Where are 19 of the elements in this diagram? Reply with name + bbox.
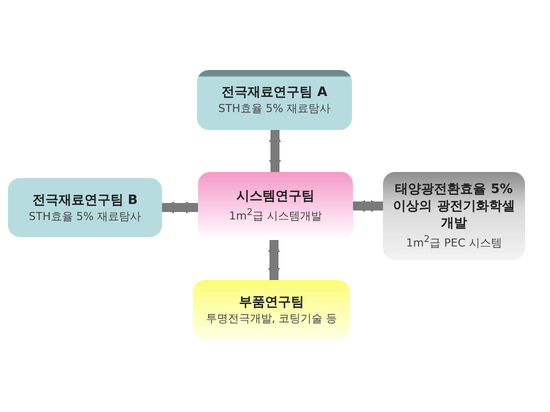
double-arrow	[353, 200, 383, 212]
double-arrow	[162, 202, 198, 214]
task-text: STH효율 5% 재료탐사	[28, 208, 142, 224]
task-text: STH효율 5% 재료탐사	[218, 101, 331, 116]
team-box	[8, 178, 162, 237]
team-name: 태양광전환효율 5% 이상의 광전기화학셀 개발	[392, 181, 516, 232]
team-box	[193, 280, 350, 340]
double-arrow	[269, 130, 281, 172]
team-name: 시스템연구팀	[236, 188, 314, 206]
team-box	[198, 172, 353, 240]
goal-box	[383, 172, 525, 260]
team-name: 부품연구팀	[239, 294, 304, 311]
team-box	[197, 70, 352, 130]
team-name: 전극재료연구팀 A	[222, 84, 328, 101]
task-text: 1m$^{2}$급 PEC 시스템	[406, 233, 502, 251]
team-name: 전극재료연구팀 B	[32, 192, 138, 208]
task-text: 1m$^{2}$급 시스템개발	[228, 206, 322, 224]
double-arrow	[268, 240, 280, 280]
task-text: 투명전극개발, 코팅기술 등	[206, 311, 338, 326]
